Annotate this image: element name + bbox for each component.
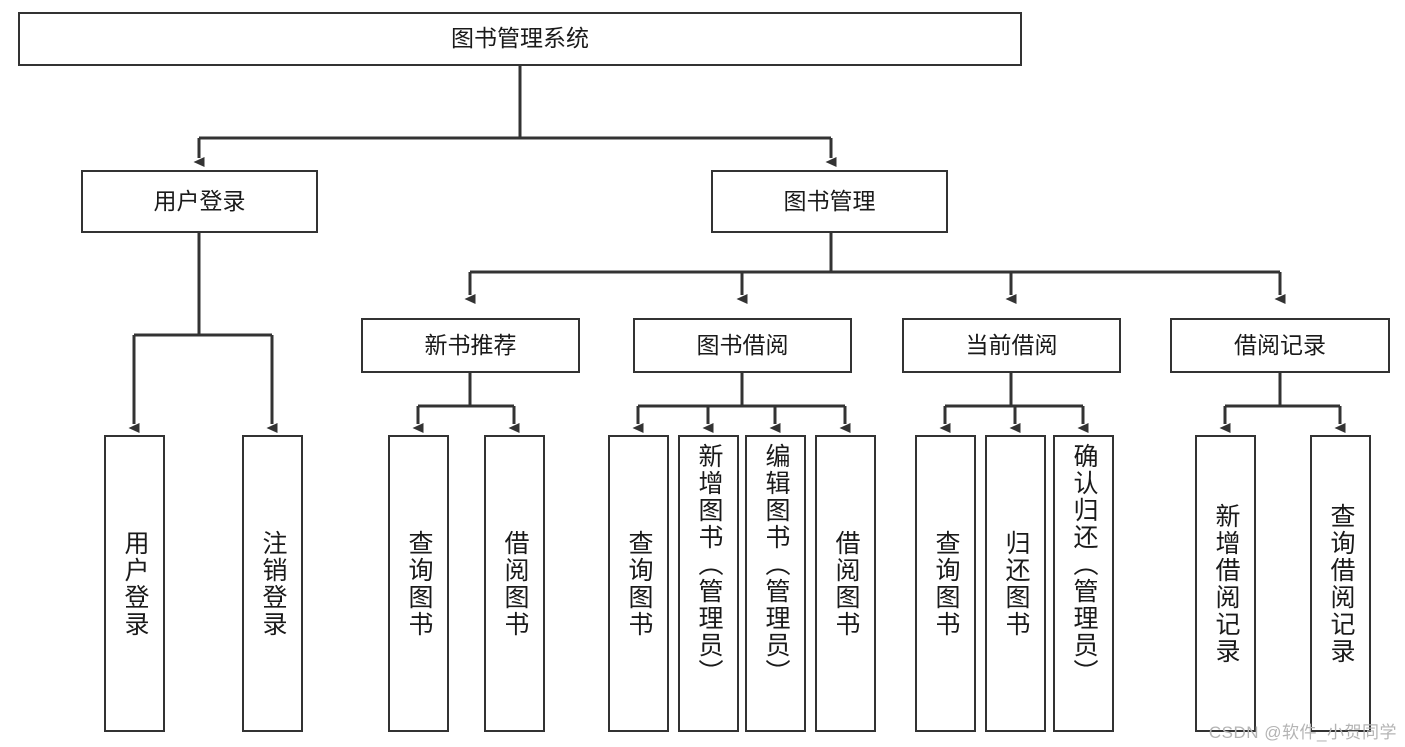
- node-leaf-borrow-book-2[interactable]: 借阅图书: [815, 435, 876, 732]
- node-leaf-borrow-book-2-label: 借阅图书: [832, 529, 860, 638]
- node-borrow-record[interactable]: 借阅记录: [1170, 318, 1390, 373]
- node-leaf-query-book-2-label: 查询图书: [625, 529, 653, 638]
- node-leaf-confirm-return-label: 确认归还（管理员）: [1070, 443, 1098, 686]
- node-leaf-return-book[interactable]: 归还图书: [985, 435, 1046, 732]
- node-user-login-label: 用户登录: [153, 187, 246, 214]
- node-leaf-logout[interactable]: 注销登录: [242, 435, 303, 732]
- node-leaf-query-record-label: 查询借阅记录: [1327, 502, 1355, 665]
- node-current-borrow[interactable]: 当前借阅: [902, 318, 1121, 373]
- node-leaf-edit-book[interactable]: 编辑图书（管理员）: [745, 435, 806, 732]
- node-leaf-query-book-1-label: 查询图书: [405, 529, 433, 638]
- node-leaf-borrow-book-1[interactable]: 借阅图书: [484, 435, 545, 732]
- node-book-borrow-label: 图书借阅: [696, 331, 789, 358]
- node-leaf-confirm-return[interactable]: 确认归还（管理员）: [1053, 435, 1114, 732]
- node-leaf-logout-label: 注销登录: [259, 529, 287, 638]
- node-book-management[interactable]: 图书管理: [711, 170, 948, 233]
- node-new-book-recommend[interactable]: 新书推荐: [361, 318, 580, 373]
- node-leaf-user-login-label: 用户登录: [121, 529, 149, 638]
- node-leaf-query-book-1[interactable]: 查询图书: [388, 435, 449, 732]
- node-leaf-query-record[interactable]: 查询借阅记录: [1310, 435, 1371, 732]
- node-root[interactable]: 图书管理系统: [18, 12, 1022, 66]
- node-leaf-add-record[interactable]: 新增借阅记录: [1195, 435, 1256, 732]
- node-leaf-user-login[interactable]: 用户登录: [104, 435, 165, 732]
- node-leaf-borrow-book-1-label: 借阅图书: [501, 529, 529, 638]
- node-leaf-query-book-2[interactable]: 查询图书: [608, 435, 669, 732]
- node-leaf-add-record-label: 新增借阅记录: [1212, 502, 1240, 665]
- node-book-borrow[interactable]: 图书借阅: [633, 318, 852, 373]
- node-book-management-label: 图书管理: [783, 187, 876, 214]
- node-new-book-recommend-label: 新书推荐: [424, 331, 517, 358]
- csdn-watermark: CSDN @软件_小贺同学: [1208, 723, 1397, 742]
- node-leaf-edit-book-label: 编辑图书（管理员）: [762, 443, 790, 686]
- node-leaf-query-book-3[interactable]: 查询图书: [915, 435, 976, 732]
- node-user-login[interactable]: 用户登录: [81, 170, 318, 233]
- node-leaf-return-book-label: 归还图书: [1002, 529, 1030, 638]
- node-current-borrow-label: 当前借阅: [965, 331, 1058, 358]
- node-leaf-query-book-3-label: 查询图书: [932, 529, 960, 638]
- node-borrow-record-label: 借阅记录: [1234, 331, 1326, 358]
- node-leaf-add-book[interactable]: 新增图书（管理员）: [678, 435, 739, 732]
- node-root-label: 图书管理系统: [451, 25, 589, 52]
- node-leaf-add-book-label: 新增图书（管理员）: [695, 443, 723, 686]
